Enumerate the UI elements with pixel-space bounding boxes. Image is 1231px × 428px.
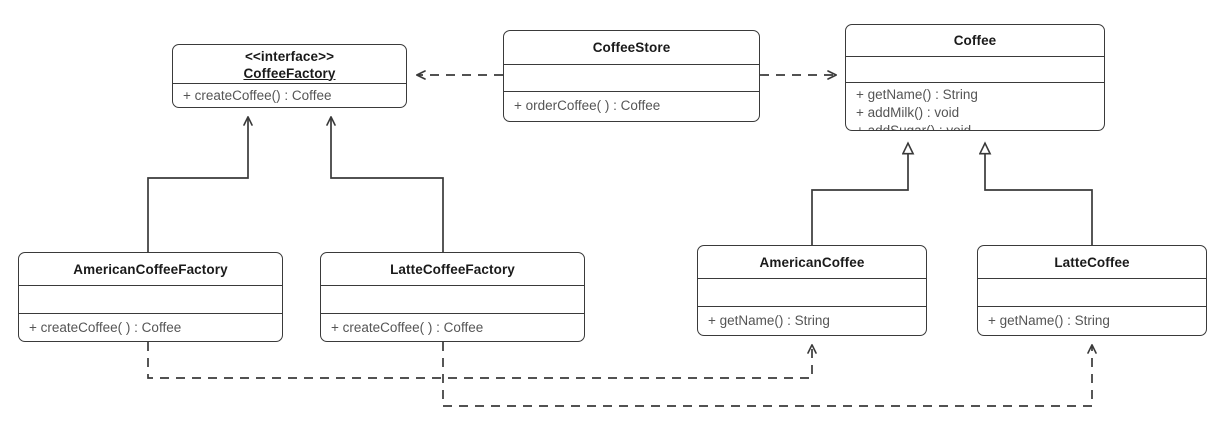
operation-row: + getName() : String (856, 87, 978, 102)
operation-row: + addSugar() : void (856, 123, 972, 131)
class-header-latte-coffee-factory: LatteCoffeeFactory (321, 253, 584, 285)
attributes-compartment (504, 65, 759, 91)
operation-row: + createCoffee( ) : Coffee (331, 320, 484, 335)
operation-row: + getName() : String (708, 313, 830, 328)
operation-row: + addMilk() : void (856, 105, 960, 120)
class-header-coffee-factory: <<interface>> CoffeeFactory (173, 45, 406, 83)
attributes-compartment (978, 279, 1206, 306)
class-box-coffee-factory[interactable]: <<interface>> CoffeeFactory + createCoff… (172, 44, 407, 108)
class-header-american-coffee: AmericanCoffee (698, 246, 926, 278)
compartment-divider (173, 83, 406, 84)
class-box-coffee-store[interactable]: CoffeeStore + orderCoffee( ) : Coffee (503, 30, 760, 122)
operation-row: + createCoffee( ) : Coffee (29, 320, 182, 335)
class-name: CoffeeStore (592, 40, 671, 55)
compartment-divider (321, 313, 584, 314)
operations-compartment: + getName() : String (698, 307, 926, 334)
class-box-coffee[interactable]: Coffee + getName() : String + addMilk() … (845, 24, 1105, 131)
class-box-american-coffee-factory[interactable]: AmericanCoffeeFactory + createCoffee( ) … (18, 252, 283, 342)
operation-row: + getName() : String (988, 313, 1110, 328)
compartment-divider (978, 306, 1206, 307)
class-header-american-coffee-factory: AmericanCoffeeFactory (19, 253, 282, 285)
edge-americanfactory-implements-factory (147, 115, 253, 252)
class-name: Coffee (953, 33, 997, 48)
compartment-divider (978, 278, 1206, 279)
compartment-divider (846, 56, 1104, 57)
compartment-divider (504, 64, 759, 65)
attributes-compartment (321, 286, 584, 313)
class-box-american-coffee[interactable]: AmericanCoffee + getName() : String (697, 245, 927, 336)
edge-lattecoffee-extends-coffee (985, 143, 1093, 245)
operations-compartment: + createCoffee( ) : Coffee (321, 314, 584, 341)
operations-compartment: + orderCoffee( ) : Coffee (504, 92, 759, 119)
class-name: AmericanCoffee (759, 254, 865, 270)
class-header-coffee-store: CoffeeStore (504, 31, 759, 64)
operation-row: + createCoffee() : Coffee (183, 88, 332, 103)
class-header-latte-coffee: LatteCoffee (978, 246, 1206, 278)
compartment-divider (698, 278, 926, 279)
class-name: LatteCoffee (1054, 254, 1130, 270)
attributes-compartment (698, 279, 926, 306)
attributes-compartment (846, 57, 1104, 82)
operations-compartment: + createCoffee( ) : Coffee (19, 314, 282, 341)
edge-lattefactory-implements-factory (326, 115, 444, 252)
operations-compartment: + createCoffee() : Coffee (173, 84, 406, 107)
class-box-latte-coffee-factory[interactable]: LatteCoffeeFactory + createCoffee( ) : C… (320, 252, 585, 342)
attributes-compartment (19, 286, 282, 313)
class-name: AmericanCoffeeFactory (73, 261, 228, 277)
operations-compartment: + getName() : String (978, 307, 1206, 334)
class-name: LatteCoffeeFactory (390, 261, 515, 277)
edge-americanfactory-creates-americancoffee (147, 342, 817, 379)
compartment-divider (698, 306, 926, 307)
compartment-divider (504, 91, 759, 92)
class-stereotype: <<interface>> (244, 48, 335, 64)
compartment-divider (321, 285, 584, 286)
class-header-coffee: Coffee (846, 25, 1104, 56)
operations-compartment: + getName() : String + addMilk() : void … (846, 83, 1104, 131)
class-name: CoffeeFactory (243, 65, 336, 81)
compartment-divider (19, 313, 282, 314)
compartment-divider (846, 82, 1104, 83)
edge-americancoffee-extends-coffee (811, 143, 908, 245)
compartment-divider (19, 285, 282, 286)
edge-lattefactory-creates-lattecoffee (442, 342, 1097, 407)
class-box-latte-coffee[interactable]: LatteCoffee + getName() : String (977, 245, 1207, 336)
operation-row: + orderCoffee( ) : Coffee (514, 98, 661, 113)
